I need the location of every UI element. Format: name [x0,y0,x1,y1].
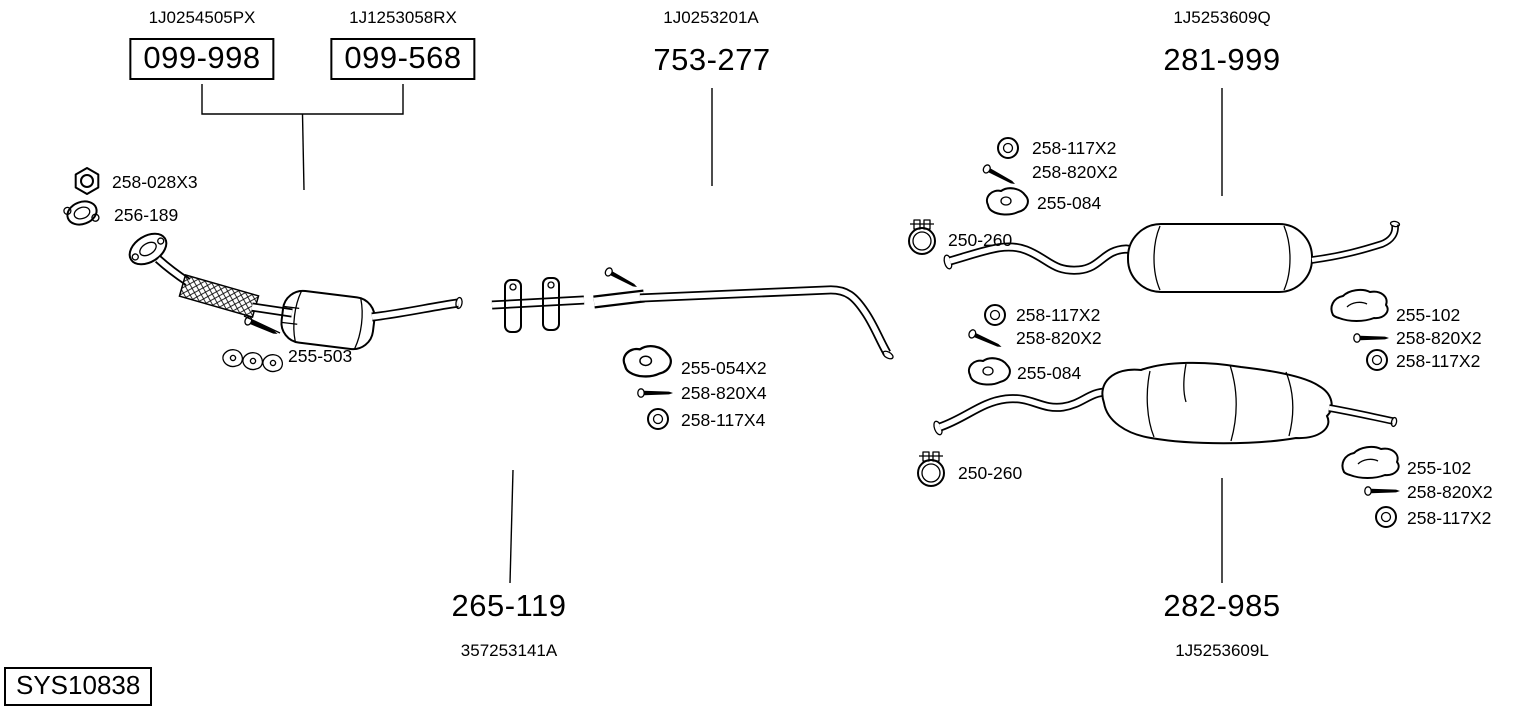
callout-center-washer: 258-117X4 [681,410,766,430]
callout-mid-washer: 258-117X2 [1016,305,1101,325]
leader-lines [201,84,1223,584]
front-hanger-icon-1 [222,349,244,368]
system-id: SYS10838 [4,667,153,706]
upper-clamp-icon [908,219,936,255]
assembly3-part-number: 753-277 [653,42,771,77]
upper-washer-icon [997,137,1019,159]
front-pipe-catalyst-drawing [128,232,463,373]
callout-mid-hanger: 255-084 [1017,363,1082,383]
lower-bracket-icon [1341,445,1400,479]
mid-bracket-washer-icon [1366,349,1388,371]
callout-lower-bracket-washer: 258-117X2 [1407,508,1492,528]
mid-bolt-icon [967,328,1004,352]
front-hanger-icon-3 [262,354,284,373]
callout-mid-bracket-washer: 258-117X2 [1396,351,1481,371]
rear-muffler-lower-drawing [933,361,1398,445]
assembly5-oem-code: 357253141A [460,641,558,660]
callout-front-gasket: 256-189 [114,205,179,225]
assembly2-part-number: 099-568 [330,38,476,80]
callout-lower-bracket: 255-102 [1407,458,1472,478]
callout-upper-hanger: 255-084 [1037,193,1102,213]
upper-bolt-icon [981,163,1018,189]
center-hanger-icon [622,345,672,378]
assembly4-part-number: 281-999 [1163,42,1281,77]
assembly1-oem-code: 1J0254505PX [148,8,256,27]
upper-hanger-icon [985,187,1029,216]
assembly6-part-number: 282-985 [1163,588,1281,623]
lower-bracket-bolt-icon [1364,486,1401,496]
callout-lower-bracket-bolt: 258-820X2 [1407,482,1493,502]
assembly2-oem-code: 1J1253058RX [349,8,457,27]
callout-upper-bolt: 258-820X2 [1032,162,1118,182]
mid-bracket-bolt-icon [1353,333,1390,343]
center-washer-icon [647,408,669,430]
gasket-icon [63,200,100,226]
callout-front-hangers: 255-503 [288,346,353,366]
lower-bracket-washer-icon [1375,506,1397,528]
assembly6-oem-code: 1J5253609L [1175,641,1269,660]
callout-mid-bracket: 255-102 [1396,305,1461,325]
center-pipe-drawing [593,266,894,360]
callout-mid-bolt: 258-820X2 [1016,328,1102,348]
hex-nut-icon [74,167,100,195]
callout-center-bolt: 258-820X4 [681,383,767,403]
callout-upper-clamp: 250-260 [948,230,1013,250]
callout-lower-clamp: 250-260 [958,463,1023,483]
callout-center-hanger: 255-054X2 [681,358,767,378]
assembly5-part-number: 265-119 [451,588,567,623]
center-bolt-icon [637,388,674,398]
rear-muffler-upper-drawing [943,220,1401,293]
callout-front-nut: 258-028X3 [112,172,198,192]
assembly1-part-number: 099-998 [129,38,275,80]
mid-hanger-icon [967,357,1011,386]
front-hanger-icon-2 [242,352,264,371]
callout-upper-washer: 258-117X2 [1032,138,1117,158]
mid-bracket-icon [1330,288,1389,322]
assembly4-oem-code: 1J5253609Q [1173,8,1271,27]
assembly3-oem-code: 1J0253201A [663,8,759,27]
lower-clamp-icon [917,451,945,487]
callout-mid-bracket-bolt: 258-820X2 [1396,328,1482,348]
pipe-clamp-drawing [491,277,585,333]
mid-washer-icon [984,304,1006,326]
